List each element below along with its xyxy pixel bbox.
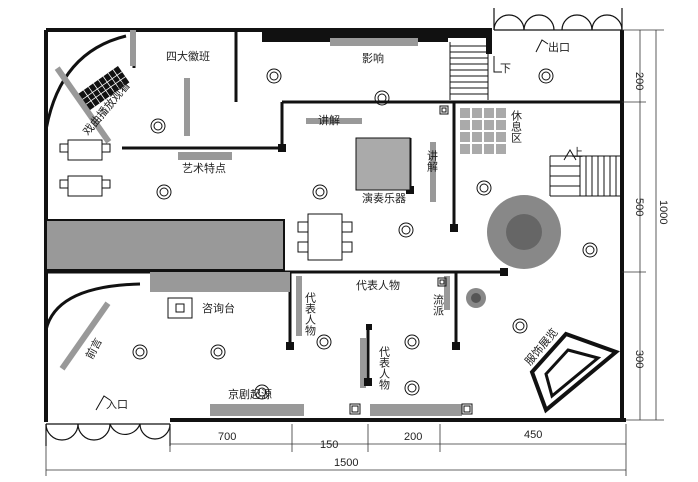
room-label-zixuntai: 咨询台 <box>202 301 235 315</box>
exit-wall-post <box>486 28 492 54</box>
room-label-jingju-qiyuan: 京剧起源 <box>228 387 272 401</box>
instrument-display <box>355 137 411 191</box>
room-label-jiangjie-side: 讲解 <box>426 149 439 173</box>
corridor-wall-block <box>45 219 285 271</box>
theatre-seats-grid <box>82 69 126 107</box>
room-label-yishu-tedian: 艺术特点 <box>182 161 226 175</box>
dim-right-500: 500 <box>633 198 645 216</box>
exit-label: 出口 <box>548 40 570 54</box>
interior-walls <box>46 30 622 382</box>
stair-arrow-top <box>493 56 502 73</box>
table-left-1 <box>59 139 111 197</box>
entrance-label: 入口 <box>106 398 128 411</box>
room-label-jiangjie-top: 讲解 <box>318 113 340 127</box>
exit-doors <box>493 8 623 31</box>
room-label-yingxiang: 影响 <box>362 52 384 65</box>
dim-right-200: 200 <box>633 72 645 90</box>
consult-counter-block <box>150 272 290 292</box>
stairs-right <box>549 149 622 197</box>
table-center <box>297 213 353 261</box>
dimension-lines-bottom <box>45 424 627 476</box>
room-label-daibiao-renwu-bottom: 代表人物 <box>378 346 391 390</box>
consult-desk <box>167 297 193 319</box>
dimension-lines-right <box>622 29 664 421</box>
stairs-down-label: 下 <box>500 62 511 75</box>
room-label-liupai: 流派 <box>432 293 445 316</box>
dim-total-width: 1500 <box>334 457 358 469</box>
room-label-daibiao-renwu-top: 代表人物 <box>356 278 400 292</box>
costume-display <box>529 331 620 414</box>
floor-fixtures <box>349 105 473 415</box>
room-label-daibiao-renwu-left: 代表人物 <box>304 292 317 336</box>
consult-desk-inner <box>175 303 185 313</box>
ceiling-lights <box>132 68 598 400</box>
dim-bottom-450: 450 <box>524 429 542 441</box>
entrance-arrow-icon <box>95 395 111 411</box>
dim-total-height: 1000 <box>657 200 669 224</box>
dim-bottom-200: 200 <box>404 431 422 443</box>
small-display-inner <box>471 293 481 303</box>
dim-bottom-700: 700 <box>218 431 236 443</box>
dim-right-300: 300 <box>633 350 645 368</box>
top-wall-block-2 <box>448 28 492 38</box>
curved-walls <box>44 34 141 371</box>
round-stage-inner <box>506 214 542 250</box>
rest-area-seats <box>460 108 506 154</box>
exit-arrow-icon <box>535 39 549 53</box>
entrance-doors <box>45 423 171 446</box>
display-walls <box>130 30 462 416</box>
room-label-yanzou-yueqi: 演奏乐器 <box>362 191 406 205</box>
stairs-up-label: 上 <box>572 146 583 159</box>
dim-bottom-150: 150 <box>320 439 338 451</box>
room-label-sidaheban: 四大徽班 <box>166 49 210 63</box>
stairs-top <box>449 42 489 100</box>
room-label-xiuxiqu: 休息区 <box>510 110 523 143</box>
